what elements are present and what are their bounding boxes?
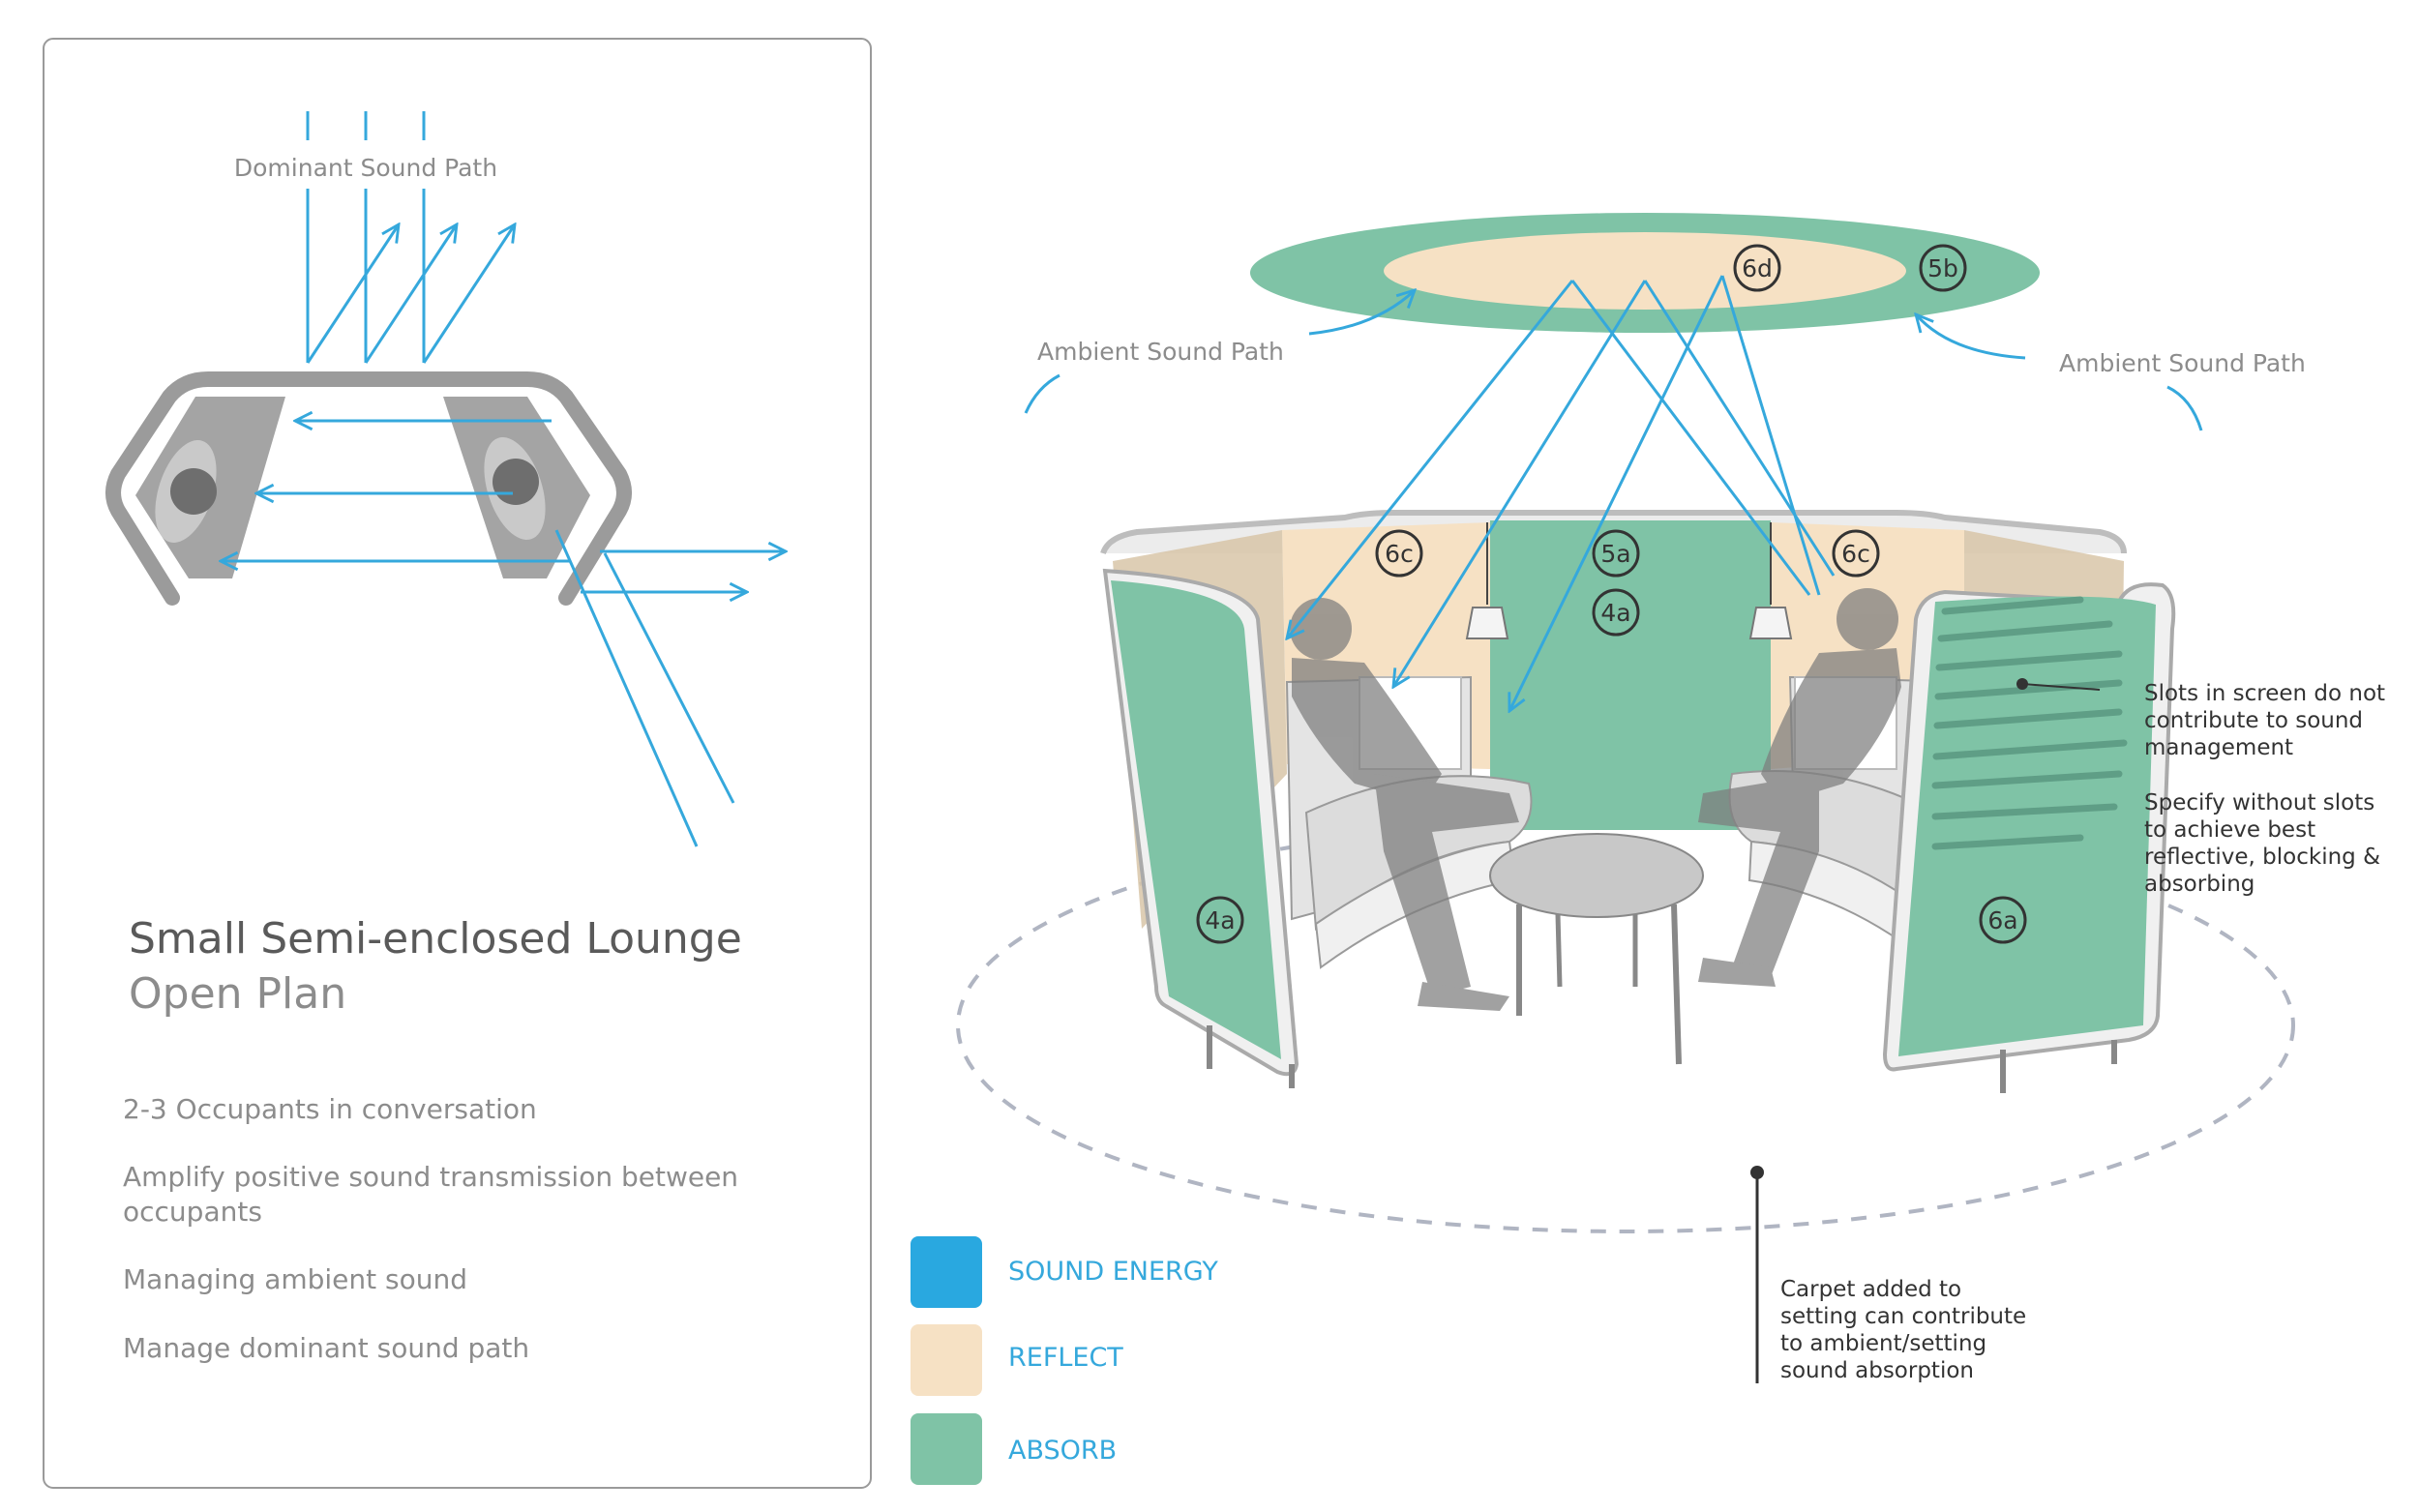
screen-slots (1931, 596, 2128, 850)
legend-swatch-reflect (911, 1324, 982, 1396)
svg-text:ABSORB: ABSORB (1008, 1436, 1117, 1466)
tag-ceiling-6d: 6d (1733, 244, 1781, 292)
bullet-amplify: Amplify positive sound transmission betw… (123, 1161, 738, 1193)
dominant-sound-arrows (306, 111, 515, 364)
lounge-plan-view (105, 371, 632, 606)
slots-callout (2016, 678, 2101, 691)
right-end-screen (1882, 582, 2176, 1093)
svg-text:6a: 6a (1987, 906, 2017, 934)
tag-right-6a: 6a (1979, 896, 2027, 944)
reflected-sound-lines (1287, 275, 1836, 711)
carpet-note-line1: Carpet added to (1780, 1277, 1961, 1302)
plan-outer-shell (105, 371, 632, 606)
carpet-note-line2: setting can contribute (1780, 1304, 2026, 1329)
legend-item-sound-energy: SOUND ENERGY (911, 1236, 1218, 1308)
specify-note-line2: to achieve best (2144, 817, 2315, 843)
lounge-subtitle: Open Plan (129, 969, 346, 1019)
carpet-outline (956, 817, 2295, 1233)
transmission-arrows (221, 421, 786, 847)
occupant-left (1290, 598, 1519, 1011)
carpet-callout (1750, 1166, 1764, 1383)
bullet-occupants: 2-3 Occupants in conversation (123, 1093, 537, 1125)
slots-note-line2: contribute to sound (2144, 708, 2363, 733)
tag-back-4a: 4a (1592, 588, 1640, 637)
ambient-sound-path-right-label: Ambient Sound Path (2059, 349, 2306, 377)
legend-item-absorb: ABSORB (911, 1413, 1117, 1485)
ambient-sound-path-left-label: Ambient Sound Path (1037, 338, 1284, 366)
bullet-ambient: Managing ambient sound (123, 1263, 467, 1295)
slots-note-line1: Slots in screen do not (2144, 681, 2385, 706)
svg-text:6c: 6c (1385, 540, 1414, 568)
svg-text:5a: 5a (1600, 540, 1630, 568)
slots-note-line3: management (2144, 735, 2293, 760)
legend-item-reflect: REFLECT (911, 1324, 1123, 1396)
specify-note-line4: absorbing (2144, 872, 2255, 897)
legend-swatch-sound (911, 1236, 982, 1308)
legend-swatch-absorb (911, 1413, 982, 1485)
svg-text:5b: 5b (1927, 254, 1958, 282)
lounge-3d-diagram: Ambient Sound Path Ambient Sound Path (956, 213, 2385, 1383)
plan-right-occupant (493, 459, 539, 505)
svg-text:4a: 4a (1600, 599, 1630, 627)
ambient-sound-curves (1024, 290, 2203, 431)
svg-text:6d: 6d (1742, 254, 1773, 282)
dominant-sound-path-label: Dominant Sound Path (234, 154, 497, 182)
lounge-title: Small Semi-enclosed Lounge (129, 914, 742, 964)
tag-back-5a: 5a (1592, 529, 1640, 578)
plan-left-occupant (170, 468, 217, 515)
svg-text:REFLECT: REFLECT (1008, 1343, 1123, 1373)
bullet-amplify-cont: occupants (123, 1196, 262, 1228)
tag-left-4a: 4a (1196, 896, 1244, 944)
legend: SOUND ENERGY REFLECT ABSORB (911, 1236, 1218, 1485)
carpet-note-line3: to ambient/setting (1780, 1331, 1986, 1356)
specify-note-line3: reflective, blocking & (2144, 845, 2380, 870)
ceiling-reflect-center (1384, 232, 1906, 310)
left-panel: Dominant Sound Path (43, 38, 872, 1489)
svg-text:4a: 4a (1205, 906, 1235, 934)
svg-text:SOUND ENERGY: SOUND ENERGY (1008, 1257, 1218, 1287)
bullet-dominant: Manage dominant sound path (123, 1332, 529, 1364)
left-end-screen (1102, 568, 1299, 1088)
occupant-right (1698, 588, 1901, 987)
tag-ceiling-5b: 5b (1919, 244, 1967, 292)
carpet-note-line4: sound absorption (1780, 1358, 1974, 1383)
svg-text:6c: 6c (1841, 540, 1870, 568)
specify-note-line1: Specify without slots (2144, 790, 2374, 815)
tag-left-6c: 6c (1375, 529, 1423, 578)
coffee-table (1489, 833, 1704, 1065)
tag-right-6c: 6c (1832, 529, 1880, 578)
